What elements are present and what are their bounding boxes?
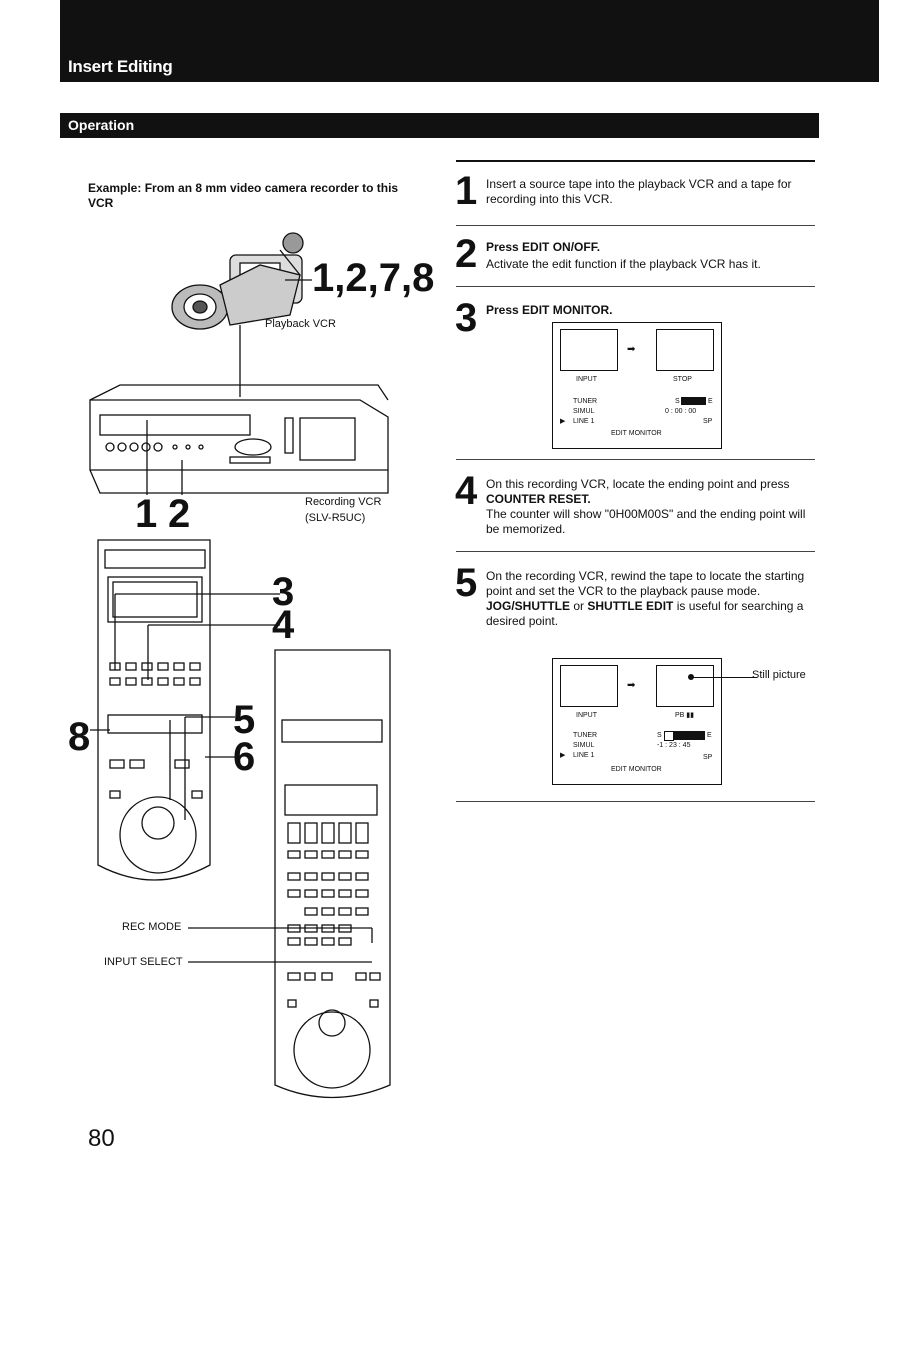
callout-4: 4: [272, 603, 295, 647]
divider: [456, 160, 815, 162]
play-icon: ▶: [560, 752, 566, 759]
screen-simul: SIMUL: [573, 742, 595, 749]
playback-vcr-label: Playback VCR: [265, 318, 336, 330]
step-number: 3: [455, 296, 478, 340]
screen-footer: EDIT MONITOR: [611, 430, 662, 437]
screen-line1: LINE 1: [573, 752, 595, 759]
step-text-part: On this recording VCR, locate the ending…: [486, 477, 790, 491]
step-bold: COUNTER RESET.: [486, 492, 591, 506]
screen-tuner: TUNER: [573, 732, 598, 739]
screen-s: S: [675, 398, 680, 405]
counter-bar: [673, 731, 705, 740]
callout-8: 8: [68, 715, 91, 759]
step-text-part: is useful for searching a desired point.: [486, 599, 804, 628]
step-heading: Press EDIT MONITOR.: [486, 303, 613, 317]
screen-tuner: TUNER: [573, 398, 598, 405]
callout-6: 6: [233, 735, 256, 779]
step-bold: SHUTTLE EDIT: [587, 599, 674, 613]
step-number: 2: [455, 232, 478, 276]
section-title: Operation: [68, 117, 135, 133]
arrow-right-icon: ➡: [627, 680, 636, 691]
step-text-part: or: [570, 599, 588, 613]
rec-mode-label: REC MODE: [122, 921, 182, 933]
screen-simul: SIMUL: [573, 408, 595, 415]
callout-3: 3: [272, 570, 295, 614]
still-dot-icon: [688, 674, 694, 680]
page-number: 80: [88, 1125, 115, 1152]
screen-input-label: INPUT: [576, 712, 597, 719]
play-icon: ▶: [560, 418, 566, 425]
camcorder-icon: [171, 232, 304, 330]
divider: [456, 286, 815, 287]
divider: [456, 551, 815, 552]
step-text: Insert a source tape into the playback V…: [486, 177, 792, 206]
screen-sp: SP: [703, 418, 713, 425]
step-text: On this recording VCR, locate the ending…: [486, 477, 816, 537]
screen-counter: -1 : 23 : 45: [657, 742, 691, 749]
step-number: 5: [455, 561, 478, 605]
step-text-part: On the recording VCR, rewind the tape to…: [486, 569, 805, 598]
input-select-label: INPUT SELECT: [104, 956, 183, 968]
remote-control-large: [274, 649, 391, 1099]
step-number: 1: [455, 169, 478, 213]
still-picture-label: Still picture: [752, 669, 806, 681]
step-text: Activate the edit function if the playba…: [486, 257, 761, 271]
callout-5: 5: [233, 698, 256, 742]
header-bar: [60, 0, 879, 82]
recording-vcr-label: Recording VCR: [305, 496, 382, 508]
example-caption: Example: From an 8 mm video camera recor…: [88, 181, 399, 210]
screen-s: S: [657, 732, 662, 739]
page-title: Insert Editing: [68, 57, 173, 76]
screen-footer: EDIT MONITOR: [611, 766, 662, 773]
screen-e: E: [708, 398, 713, 405]
callout-2: 2: [168, 492, 191, 536]
step-number: 4: [455, 469, 478, 513]
screen-status-label: PB ▮▮: [675, 712, 694, 719]
screen-line1: LINE 1: [573, 418, 595, 425]
callout-1278: 1,2,7,8: [312, 256, 435, 300]
arrow-right-icon: ➡: [627, 344, 636, 355]
still-picture-screen: ➡ INPUT PB ▮▮ TUNER SIMUL ▶ LINE 1 S E -…: [552, 658, 757, 785]
screen-sp: SP: [703, 754, 713, 761]
callout-1: 1: [135, 492, 158, 536]
vcr-icon: [89, 384, 389, 495]
step-text: On the recording VCR, rewind the tape to…: [486, 569, 816, 629]
divider: [456, 459, 815, 460]
screen-status-label: STOP: [673, 376, 692, 383]
recording-vcr-model: (SLV-R5UC): [305, 512, 366, 524]
step-bold: JOG/SHUTTLE: [486, 599, 571, 613]
screen-counter: 0 : 00 : 00: [665, 408, 697, 415]
step-heading: Press EDIT ON/OFF.: [486, 240, 601, 254]
screen-input-label: INPUT: [576, 376, 597, 383]
remote-control-small: [97, 539, 211, 881]
counter-bar: [681, 397, 706, 405]
divider: [456, 801, 815, 802]
section-bar: [60, 113, 819, 138]
edit-monitor-screen: ➡ INPUT STOP TUNER SIMUL ▶ LINE 1 S E 0 …: [552, 322, 722, 449]
screen-e: E: [707, 732, 712, 739]
divider: [456, 225, 815, 226]
equipment-illustration: [89, 232, 391, 1099]
step-text-part: The counter will show "0H00M00S" and the…: [486, 507, 806, 536]
